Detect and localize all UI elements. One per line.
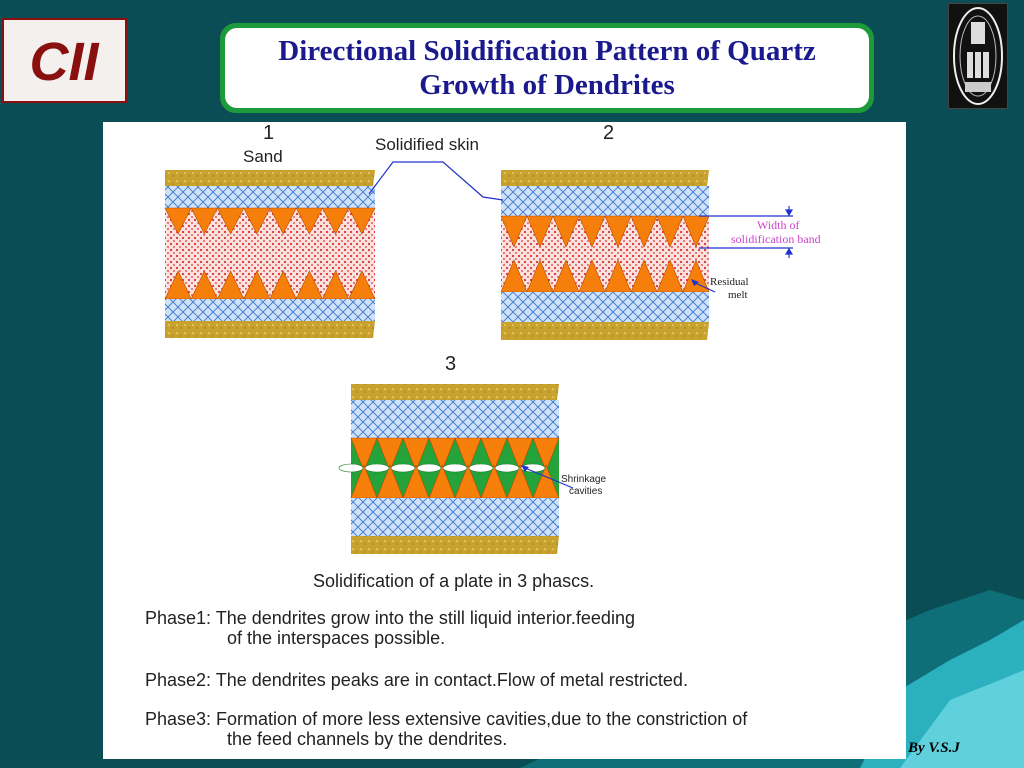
dendrite-top bbox=[376, 437, 404, 472]
width-label-line-2: solidification band bbox=[731, 232, 821, 246]
diagram-caption: Solidification of a plate in 3 phascs. bbox=[313, 571, 595, 591]
dendrite-top bbox=[532, 437, 560, 472]
title-line-1: Directional Solidification Pattern of Qu… bbox=[278, 35, 816, 67]
diagram-panel: 1 Sand Solidified skin 2 3 Width of soli… bbox=[103, 122, 906, 759]
dendrite-top bbox=[402, 437, 430, 472]
dendrite-top bbox=[350, 437, 378, 472]
dendrite-top bbox=[269, 207, 297, 235]
dendrite-top bbox=[322, 207, 350, 235]
shrinkage-arrow bbox=[521, 465, 529, 472]
shrinkage-cavity bbox=[468, 463, 494, 473]
dendrite-top bbox=[348, 207, 376, 235]
skin-leader-line bbox=[368, 161, 504, 201]
dendrite-top bbox=[190, 207, 218, 235]
shrinkage-leader bbox=[524, 467, 574, 489]
dendrite-top bbox=[526, 215, 554, 248]
shrinkage-cavity bbox=[390, 463, 416, 473]
phase-2-text: Phase2: The dendrites peaks are in conta… bbox=[145, 670, 688, 690]
phase-3-line-1: Phase3: Formation of more less extensive… bbox=[145, 709, 748, 729]
phase-1-text: Phase1: The dendrites grow into the stil… bbox=[145, 608, 635, 648]
dendrite-top bbox=[500, 215, 528, 248]
residual-label-line-1: Residual bbox=[710, 276, 749, 288]
dendrite-top bbox=[682, 215, 710, 248]
solidified-skin-label: Solidified skin bbox=[375, 135, 479, 154]
dendrite-top bbox=[630, 215, 658, 248]
cii-logo: CII bbox=[2, 18, 127, 103]
dendrite-top bbox=[428, 437, 456, 472]
width-annotation bbox=[699, 206, 794, 258]
dendrite-top bbox=[604, 215, 632, 248]
dendrite-top bbox=[217, 207, 245, 235]
title-line-2: Growth of Dendrites bbox=[419, 69, 675, 101]
shrinkage-cavity bbox=[364, 463, 390, 473]
shrinkage-label-line-1: Shrinkage bbox=[561, 474, 606, 485]
author-credit: By V.S.J bbox=[908, 740, 960, 756]
dendrite-top bbox=[164, 207, 192, 235]
shrinkage-label-line-2: cavities bbox=[569, 486, 602, 497]
phase-2-line-1: Phase2: The dendrites peaks are in conta… bbox=[145, 670, 688, 690]
shrinkage-cavity bbox=[494, 463, 520, 473]
shrinkage-cavity bbox=[338, 463, 364, 473]
plate-2-number: 2 bbox=[603, 122, 614, 144]
plate-1 bbox=[164, 170, 376, 338]
dendrite-top bbox=[243, 207, 271, 235]
dendrite-top bbox=[480, 437, 508, 472]
plate-3-number: 3 bbox=[445, 353, 456, 375]
cii-logo-text: CII bbox=[29, 32, 99, 92]
plate-2 bbox=[500, 170, 710, 340]
residual-label-line-2: melt bbox=[728, 289, 748, 301]
institute-emblem-icon bbox=[948, 3, 1008, 109]
residual-melt-arrow bbox=[691, 279, 699, 286]
dendrite-top bbox=[552, 215, 580, 248]
phase-3-line-2: the feed channels by the dendrites. bbox=[227, 729, 508, 749]
shrinkage-cavity bbox=[442, 463, 468, 473]
title-box: Directional Solidification Pattern of Qu… bbox=[220, 23, 874, 113]
dendrite-top bbox=[506, 437, 534, 472]
phase-1-line-2: of the interspaces possible. bbox=[227, 628, 446, 648]
sand-label: Sand bbox=[243, 147, 283, 166]
dendrite-top bbox=[454, 437, 482, 472]
phase-3-text: Phase3: Formation of more less extensive… bbox=[145, 709, 747, 749]
phase-1-line-1: Phase1: The dendrites grow into the stil… bbox=[145, 608, 635, 628]
shrinkage-cavity bbox=[416, 463, 442, 473]
shrinkage-cavity bbox=[520, 463, 546, 473]
dendrite-top bbox=[656, 215, 684, 248]
width-label-line-1: Width of bbox=[757, 218, 800, 232]
dendrite-top bbox=[578, 215, 606, 248]
dendrite-top bbox=[295, 207, 323, 235]
plate-1-number: 1 bbox=[263, 122, 274, 144]
